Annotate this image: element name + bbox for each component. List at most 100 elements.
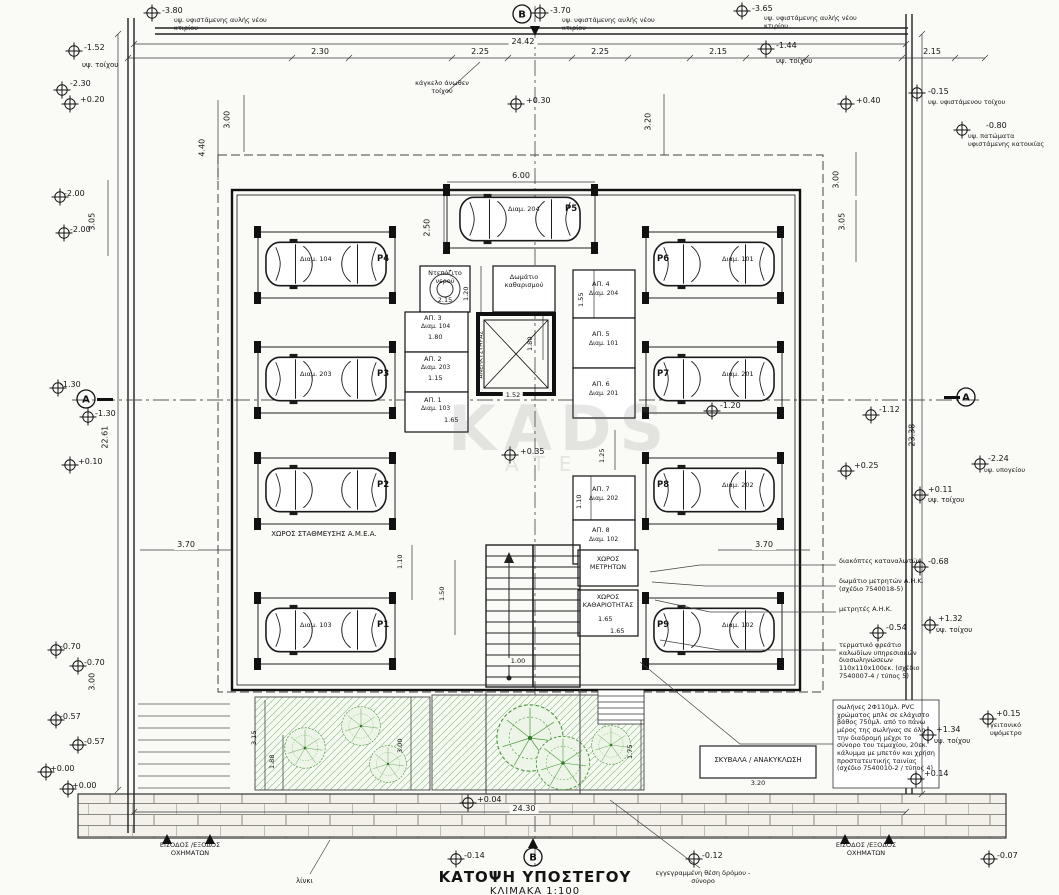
dim-top-3: 2.25 (591, 47, 609, 56)
note-railing: κάγκελο άνωθεν τοίχου (415, 79, 469, 95)
note-top-right: υψ. υφιστάμενης αυλής νέου κτιρίου (764, 14, 857, 30)
dim-300c: 3.00 (395, 738, 404, 754)
dim-180a: 1.80 (428, 333, 443, 341)
car-icon (265, 353, 387, 405)
tree-icon (591, 725, 631, 765)
columns (254, 184, 784, 670)
note-r224: υψ. υπογείου (984, 466, 1026, 474)
elev-b007: -0.07 (997, 851, 1018, 860)
dim-152: 1.52 (502, 391, 524, 400)
elev-l200a: -2.00 (64, 189, 85, 198)
storage-7-label: ΑΠ. 7 (592, 485, 610, 493)
elev-r054: -0.54 (886, 623, 907, 632)
note-r134: υψ. τοίχου (934, 737, 971, 745)
note-r015b: γειτονικό υψόμετρο (990, 721, 1022, 737)
dim-l440: 4.40 (197, 138, 207, 157)
elev-030: +0.30 (526, 96, 551, 105)
dim-320b: 3.20 (750, 779, 766, 787)
storage-1-label: ΑΠ. 1 (424, 396, 442, 404)
meters-room-label: ΧΩΡΟΣ ΜΕΤΡΗΤΩΝ (589, 555, 627, 571)
dim-315: 3.15 (249, 730, 258, 746)
entrance-right-label: ΕΙΣΟΔΟΣ /ΕΞΟΔΟΣ ΟΧΗΜΑΤΩΝ (835, 841, 897, 857)
elev-wall-left: -1.52 (84, 43, 105, 52)
cleaning-room-label: Δωμάτιο καθαρισμού (504, 273, 544, 289)
elev-r112: -1.12 (879, 405, 900, 414)
canopy-outline (217, 154, 824, 693)
storage-4-apt: Διαμ. 204 (589, 290, 619, 297)
note-terminal-pit: τερματικό φρεάτιο καλωδίων υπηρεσιακών δ… (839, 641, 920, 680)
note-top-left: υψ. υφιστάμενης αυλής νέου κτιρίου (174, 16, 267, 32)
parking-label-p7: P7 (657, 369, 670, 379)
garbage-label: ΣΚΥΒΑΛΑ / ΑΝΑΚΥΚΛΩΣΗ (714, 756, 802, 764)
storage-7-apt: Διαμ. 202 (589, 495, 619, 502)
dim-165c: 1.65 (610, 627, 625, 635)
car-icon (265, 464, 387, 516)
storage-6-apt: Διαμ. 201 (589, 390, 619, 397)
storage-2-apt: Διαμ. 203 (421, 364, 451, 371)
elev-l057b: -0.57 (84, 737, 105, 746)
elevator-label: ΑΝΕΛΚΥΣΤΗΡΑΣ (477, 330, 485, 379)
elev-r015b: +0.15 (996, 709, 1021, 718)
parking-label-p5: P5 (565, 204, 578, 214)
tree-icon (535, 735, 591, 791)
planters (254, 694, 645, 791)
dim-150: 1.50 (437, 586, 446, 602)
dim-215: 2.15 (437, 296, 453, 304)
note-r011: υψ. τοίχου (928, 496, 965, 504)
dim-600: 6.00 (509, 171, 533, 181)
common-room-label: ΧΩΡΟΣ ΚΑΘΑΡΙΟΤΗΤΑΣ (582, 593, 634, 609)
elev-r068: -0.68 (928, 557, 949, 566)
entrance-left-label: ΕΙΣΟΔΟΣ /ΕΞΟΔΟΣ ΟΧΗΜΑΤΩΝ (159, 841, 221, 857)
parking-label-p1: P1 (377, 620, 390, 630)
elev-top-left: -3.80 (162, 6, 183, 15)
drawing-title: ΚΑΤΟΨΗ ΥΠΟΣΤΕΓΟΥ (438, 868, 632, 886)
dim-top-2: 2.25 (471, 47, 489, 56)
dim-188: 1.88 (267, 754, 276, 770)
note-top-center: υψ. υφιστάμενης αυλής νέου κτιρίου (562, 16, 655, 32)
dim-top-1: 2.30 (311, 47, 329, 56)
dim-2430: 24.30 (509, 804, 539, 814)
pavement-hatch (77, 793, 1007, 839)
elev-l010: +0.10 (78, 457, 103, 466)
dim-165a: 1.65 (444, 416, 459, 424)
parking-label-p2: P2 (377, 480, 390, 490)
parking-label-p8: P8 (657, 480, 670, 490)
note-wall-left: υψ. τοίχου (82, 61, 119, 69)
dim-l300: 3.00 (87, 672, 97, 691)
elev-r015: -0.15 (928, 87, 949, 96)
storage-3-apt: Διαμ. 104 (421, 323, 451, 330)
car-icon (265, 238, 387, 290)
elev-r014: +0.14 (924, 769, 949, 778)
laki-label: λίνκι (296, 877, 313, 885)
elev-l070b: -0.70 (84, 658, 105, 667)
elev-l130b: -1.30 (95, 409, 116, 418)
dim-125: 1.25 (597, 448, 606, 464)
storage-8-label: ΑΠ. 8 (592, 526, 610, 534)
dim-155: 1.55 (576, 292, 585, 308)
parking-label-p9: P9 (657, 620, 670, 630)
apt-label-p9: Διαμ. 102 (722, 621, 754, 629)
elev-r134: +1.34 (936, 725, 961, 734)
elev-020: +0.20 (80, 95, 105, 104)
apt-label-p7: Διαμ. 201 (722, 370, 754, 378)
apt-label-p3: Διαμ. 203 (300, 370, 332, 378)
dim-100: 1.00 (507, 657, 529, 666)
elev-b014: -0.14 (464, 851, 485, 860)
dim-370a: 3.70 (174, 540, 198, 550)
dim-115: 1.15 (428, 374, 443, 382)
parking-bays (257, 189, 783, 665)
dim-165b: 1.65 (598, 615, 613, 623)
tree-icon (284, 727, 326, 769)
elev-r132: +1.32 (938, 614, 963, 623)
storage-3-label: ΑΠ. 3 (424, 314, 442, 322)
entrance-steps (597, 689, 645, 725)
watermark: KADS (448, 392, 673, 465)
elev-top-center: -3.70 (550, 6, 571, 15)
elev-004: +0.04 (477, 795, 502, 804)
dim-total-width: 24.42 (508, 37, 538, 47)
elev-l000b: +0.00 (72, 781, 97, 790)
car-icon (653, 464, 775, 516)
elev-l130a: -1.30 (60, 380, 81, 389)
